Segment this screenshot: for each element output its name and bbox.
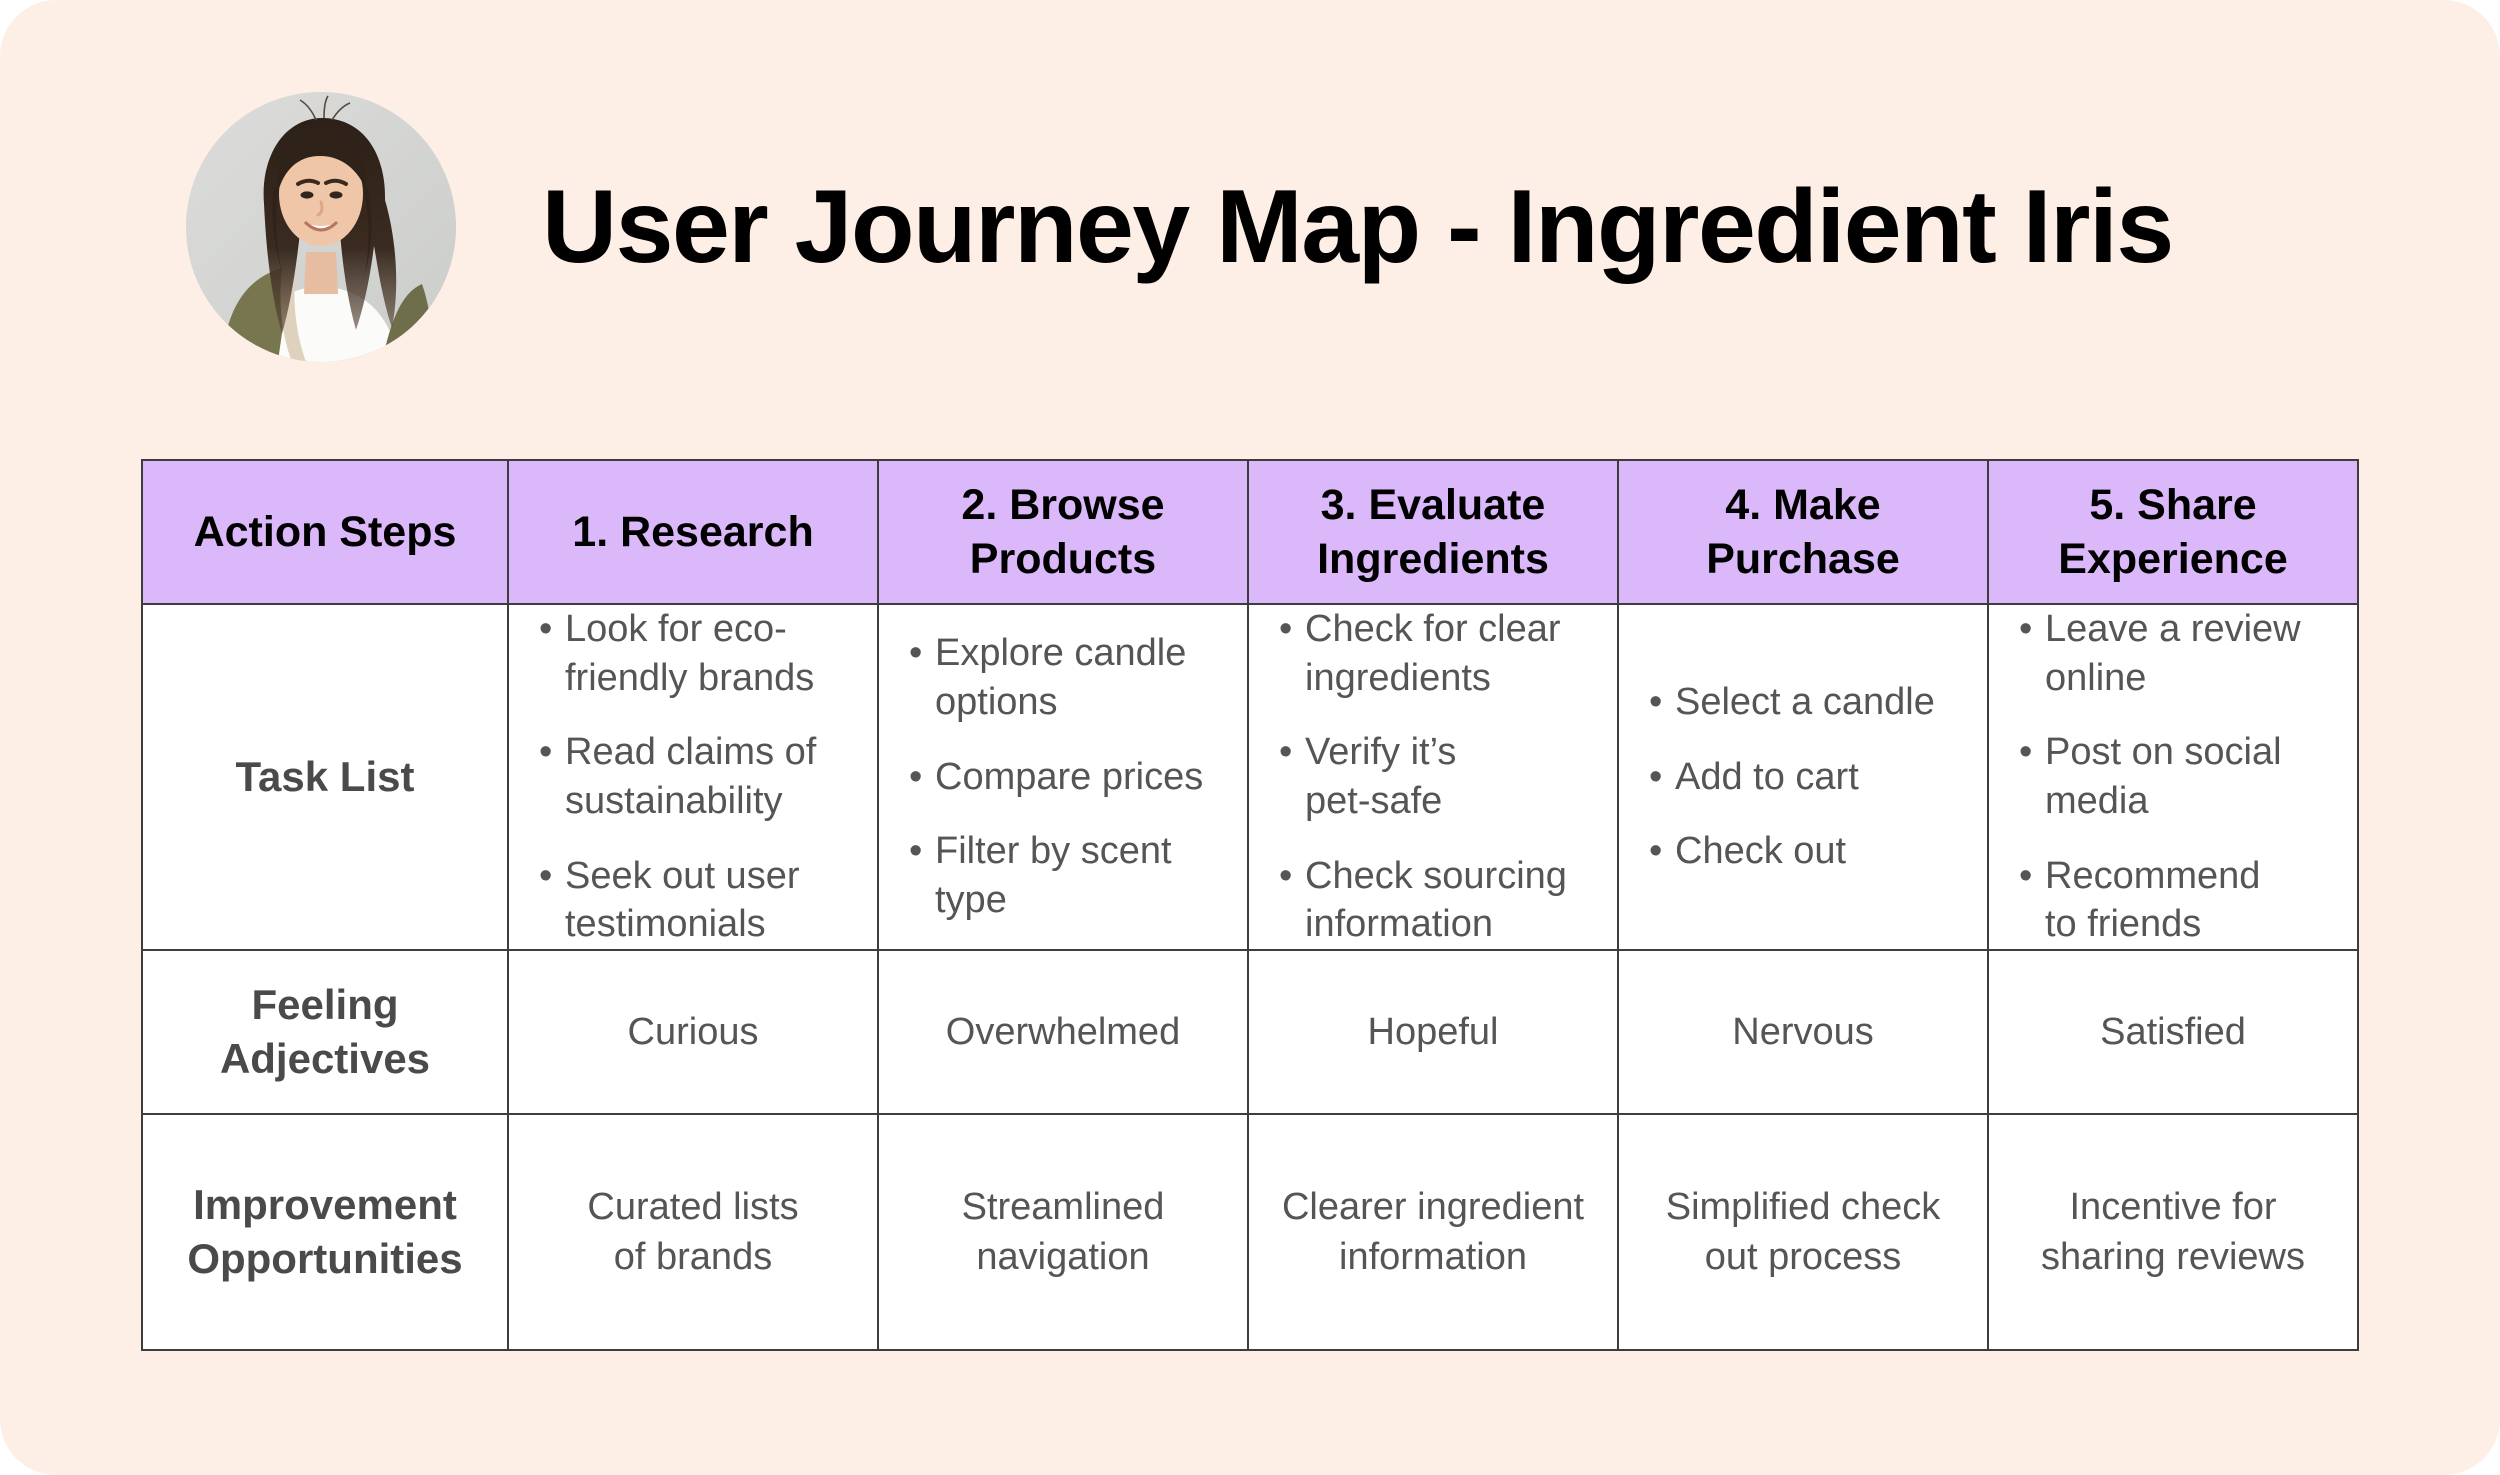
cell-feeling-share-experience: Satisfied bbox=[1987, 948, 2359, 1115]
bullet-dot: • bbox=[539, 608, 553, 650]
page-title: User Journey Map - Ingredient Iris bbox=[542, 169, 2174, 285]
cell-improvement-share-experience: Incentive for sharing reviews bbox=[1987, 1112, 2359, 1351]
column-header-label: 4. Make Purchase bbox=[1706, 480, 1900, 583]
list-item-text: Recommend to friends bbox=[2045, 854, 2261, 946]
cell-task-list-browse-products: •Explore candle options •Compare prices … bbox=[877, 603, 1249, 951]
list-item: • Compare prices bbox=[909, 753, 1233, 802]
list-item: • Seek out user testimonials bbox=[539, 852, 863, 949]
list-item-text: Compare prices bbox=[935, 755, 1204, 798]
list-item-text: Check out bbox=[1675, 830, 1847, 873]
bullet-dot: • bbox=[909, 830, 923, 873]
cell-feeling-research: Curious bbox=[507, 948, 879, 1115]
bullet-dot: • bbox=[1649, 680, 1663, 723]
list-item: • Post on social media bbox=[2019, 728, 2343, 825]
cell-improvement-evaluate-ingredients: Clearer ingredient information bbox=[1247, 1112, 1619, 1351]
bullet-dot: • bbox=[2019, 854, 2033, 897]
list-item-text: Seek out user testimonials bbox=[565, 854, 800, 946]
table-header-row: Action Steps 1. Research 2. Browse Produ… bbox=[141, 459, 2359, 605]
cell-improvement-make-purchase: Simplified check out process bbox=[1617, 1112, 1989, 1351]
list-item-text: Verify it’s pet-safe bbox=[1305, 731, 1457, 822]
bullet-dot: • bbox=[539, 854, 553, 897]
bullet-dot: • bbox=[909, 755, 923, 798]
list-item-text: Leave a review online bbox=[2045, 608, 2301, 699]
bullet-list: • Check for clear ingredients • Verify it’… bbox=[1249, 605, 1617, 949]
table-row-improvement-opportunities: Improvement Opportunities Curated lists … bbox=[141, 1112, 2359, 1351]
bullet-list: •Explore candle options •Compare prices … bbox=[879, 629, 1247, 924]
avatar bbox=[186, 92, 456, 362]
bullet-list: • Leave a review online • Post on social m… bbox=[1989, 605, 2357, 949]
cell-feeling-evaluate-ingredients: Hopeful bbox=[1247, 948, 1619, 1115]
list-item: • Read claims of sustainability bbox=[539, 728, 863, 825]
list-item: • Leave a review online bbox=[2019, 605, 2343, 702]
bullet-dot: • bbox=[1649, 755, 1663, 798]
list-item: • Check out bbox=[1649, 827, 1973, 876]
column-header-label: 1. Research bbox=[572, 507, 814, 556]
row-label-improvement-opportunities: Improvement Opportunities bbox=[141, 1112, 509, 1351]
bullet-dot: • bbox=[539, 731, 553, 774]
cell-task-list-research: • Look for eco- friendly brands • Read cla… bbox=[507, 603, 879, 951]
list-item: • Verify it’s pet-safe bbox=[1279, 728, 1603, 825]
bullet-dot: • bbox=[1279, 608, 1293, 650]
column-header-label: 3. Evaluate Ingredients bbox=[1317, 480, 1549, 583]
cell-feeling-make-purchase: Nervous bbox=[1617, 948, 1989, 1115]
list-item: • Explore candle options bbox=[909, 629, 1233, 726]
list-item-text: Add to cart bbox=[1675, 755, 1859, 798]
list-item-text: Post on social media bbox=[2045, 731, 2282, 822]
cell-task-list-make-purchase: • Select a candle • Add to cart • Check out bbox=[1617, 603, 1989, 951]
column-header-browse-products: 2. Browse Products bbox=[877, 459, 1249, 605]
list-item: • Check for clear ingredients bbox=[1279, 605, 1603, 702]
bullet-dot: • bbox=[1649, 830, 1663, 873]
column-header-make-purchase: 4. Make Purchase bbox=[1617, 459, 1989, 605]
bullet-dot: • bbox=[2019, 608, 2033, 650]
page-header: User Journey Map - Ingredient Iris bbox=[186, 92, 2174, 362]
list-item: • Filter by scent type bbox=[909, 827, 1233, 924]
column-header-label: 5. Share Experience bbox=[2058, 480, 2288, 583]
cell-feeling-browse-products: Overwhelmed bbox=[877, 948, 1249, 1115]
list-item-text: Check for clear ingredients bbox=[1305, 608, 1561, 699]
table-row-feeling-adjectives: Feeling Adjectives Curious Overwhelmed H… bbox=[141, 948, 2359, 1115]
list-item: • Add to cart bbox=[1649, 753, 1973, 802]
list-item-text: Look for eco- friendly brands bbox=[565, 608, 815, 699]
list-item: • Select a candle bbox=[1649, 678, 1973, 727]
list-item-text: Explore candle options bbox=[935, 632, 1187, 723]
bullet-list: • Look for eco- friendly brands • Read cla… bbox=[509, 605, 877, 949]
bullet-dot: • bbox=[909, 632, 923, 675]
column-header-research: 1. Research bbox=[507, 459, 879, 605]
list-item-text: Filter by scent type bbox=[935, 830, 1172, 921]
cell-improvement-browse-products: Streamlined navigation bbox=[877, 1112, 1249, 1351]
list-item: • Check sourcing information bbox=[1279, 852, 1603, 949]
list-item: • Look for eco- friendly brands bbox=[539, 605, 863, 702]
bullet-list: • Select a candle • Add to cart • Check out bbox=[1619, 678, 1987, 876]
table-row-task-list: Task List • Look for eco- friendly brands… bbox=[141, 603, 2359, 951]
column-header-evaluate-ingredients: 3. Evaluate Ingredients bbox=[1247, 459, 1619, 605]
column-header-share-experience: 5. Share Experience bbox=[1987, 459, 2359, 605]
bullet-dot: • bbox=[1279, 731, 1293, 774]
bullet-dot: • bbox=[2019, 731, 2033, 774]
column-header-action-steps: Action Steps bbox=[141, 459, 509, 605]
column-header-label: Action Steps bbox=[193, 507, 457, 556]
cell-task-list-evaluate-ingredients: • Check for clear ingredients • Verify it’… bbox=[1247, 603, 1619, 951]
journey-map-table: Action Steps 1. Research 2. Browse Produ… bbox=[141, 459, 2359, 1351]
cell-task-list-share-experience: • Leave a review online • Post on social m… bbox=[1987, 603, 2359, 951]
list-item-text: Check sourcing information bbox=[1305, 854, 1567, 946]
list-item-text: Select a candle bbox=[1675, 680, 1935, 723]
row-label-task-list: Task List bbox=[141, 603, 509, 951]
column-header-label: 2. Browse Products bbox=[961, 480, 1165, 583]
row-label-feeling-adjectives: Feeling Adjectives bbox=[141, 948, 509, 1115]
list-item-text: Read claims of sustainability bbox=[565, 731, 817, 822]
cell-improvement-research: Curated lists of brands bbox=[507, 1112, 879, 1351]
bullet-dot: • bbox=[1279, 854, 1293, 897]
list-item: • Recommend to friends bbox=[2019, 852, 2343, 949]
